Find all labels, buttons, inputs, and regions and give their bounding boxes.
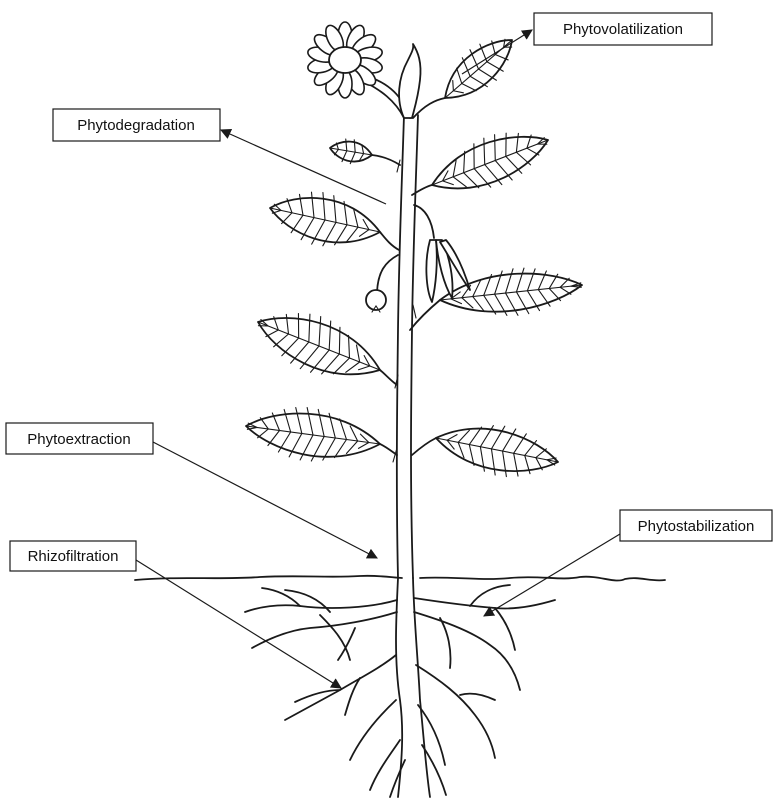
label-phytostabilization-text: Phytostabilization — [638, 518, 755, 535]
leaf — [436, 426, 558, 477]
ground-line — [135, 576, 665, 581]
leaf — [432, 133, 548, 188]
hanging-fruit — [366, 255, 398, 312]
label-phytodegradation: Phytodegradation — [53, 109, 220, 141]
label-phytoextraction-text: Phytoextraction — [27, 431, 130, 448]
leaf — [270, 192, 380, 246]
leaf — [330, 139, 372, 164]
label-rhizofiltration-text: Rhizofiltration — [28, 548, 119, 565]
arrow-phytodegradation — [221, 130, 386, 204]
label-phytovolatilization: Phytovolatilization — [534, 13, 712, 45]
label-phytoextraction: Phytoextraction — [6, 423, 153, 454]
leaf — [445, 39, 512, 98]
label-rhizofiltration: Rhizofiltration — [10, 541, 136, 571]
arrow-phytostabilization — [484, 534, 620, 616]
arrow-rhizofiltration — [136, 560, 341, 688]
leaf — [258, 314, 380, 375]
arrow-phytoextraction — [153, 442, 377, 558]
leaf — [246, 408, 380, 461]
label-phytovolatilization-text: Phytovolatilization — [563, 21, 683, 38]
flower-bud — [399, 44, 420, 118]
roots — [245, 578, 555, 797]
label-phytostabilization: Phytostabilization — [620, 510, 772, 541]
stem — [365, 78, 418, 578]
label-phytodegradation-text: Phytodegradation — [77, 117, 195, 134]
